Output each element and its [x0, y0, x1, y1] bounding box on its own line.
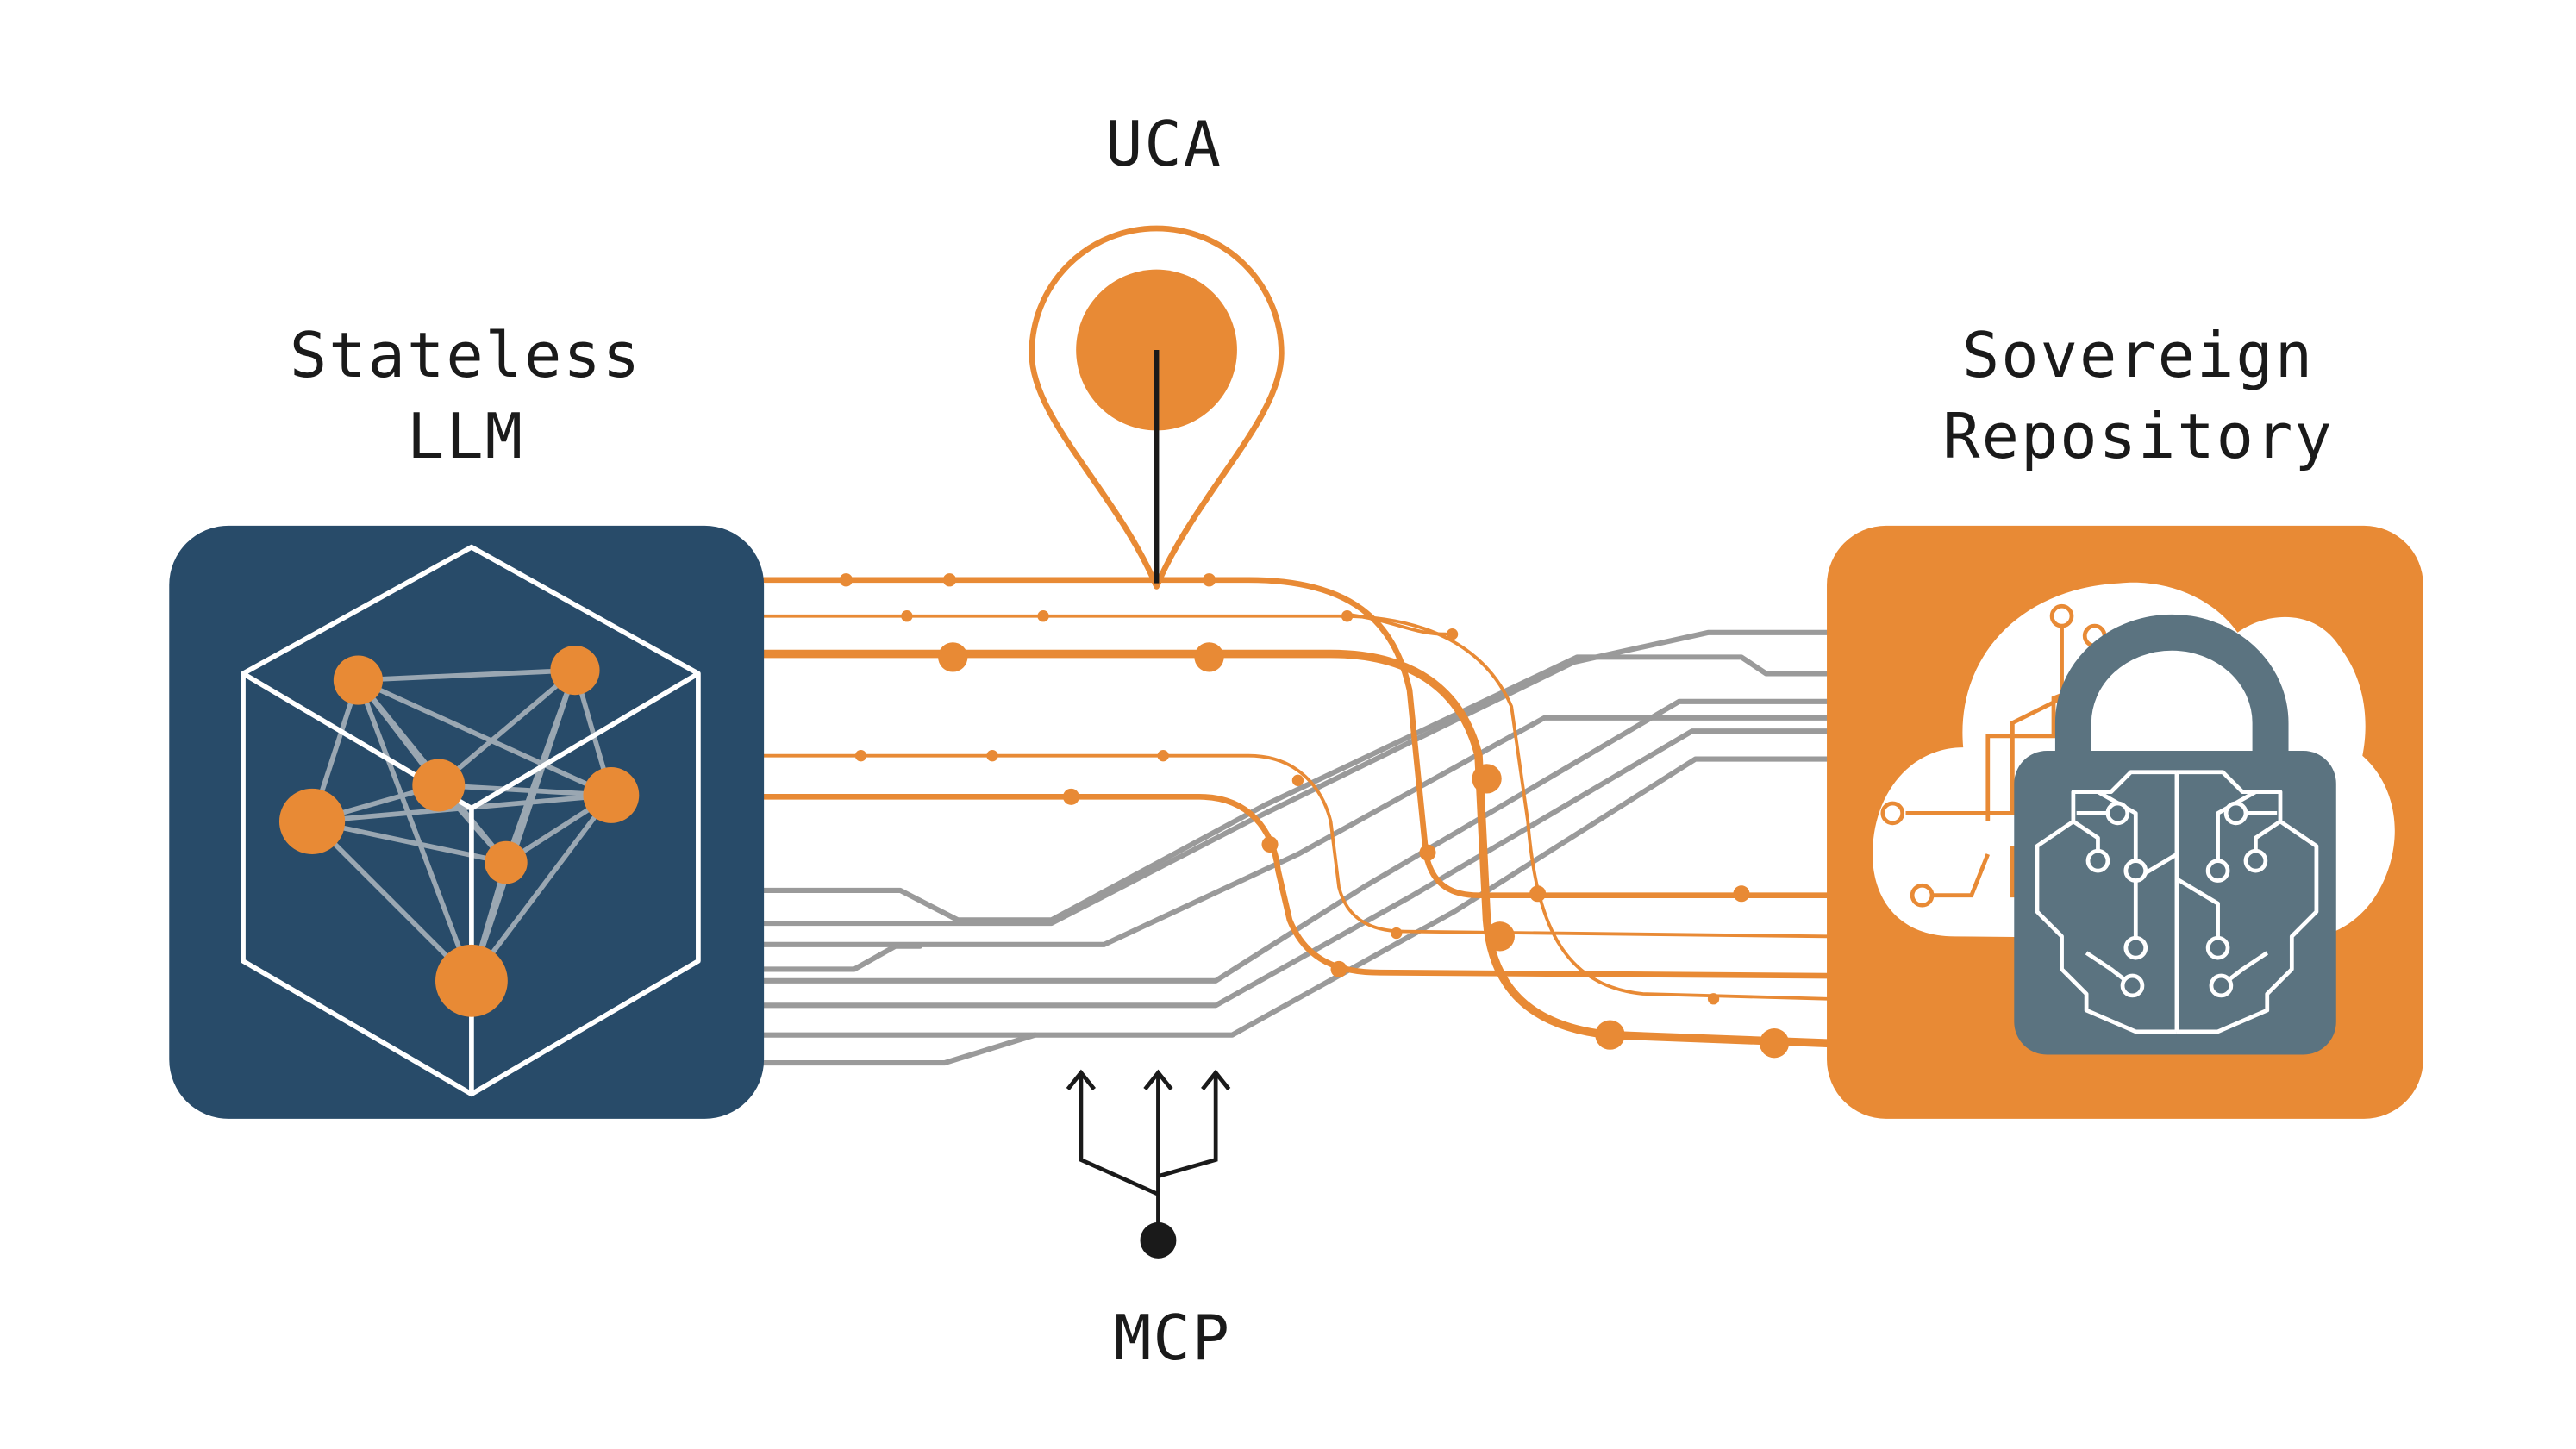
- network-cube-icon: [241, 544, 701, 1097]
- uca-label: UCA: [1104, 108, 1223, 180]
- repository-label-line2: Repository: [1942, 400, 2334, 472]
- llm-label: Stateless LLM: [259, 315, 672, 477]
- orange-trace-nodes: [839, 573, 1790, 1059]
- location-pin-icon: [1029, 225, 1285, 590]
- gray-circuit-traces: [761, 629, 1830, 1066]
- repository-label-line1: Sovereign: [1961, 319, 2315, 391]
- mcp-label: MCP: [1113, 1302, 1232, 1374]
- branching-arrows-icon: [1066, 1069, 1231, 1259]
- cloud-padlock-circuit-icon: [1872, 582, 2395, 1055]
- repository-panel: [1827, 525, 2423, 1119]
- llm-label-line2: LLM: [406, 400, 525, 472]
- llm-label-line1: Stateless: [289, 319, 642, 391]
- llm-panel: [169, 525, 765, 1119]
- orange-circuit-traces: [760, 577, 1831, 1047]
- repository-label: Sovereign Repository: [1879, 315, 2397, 477]
